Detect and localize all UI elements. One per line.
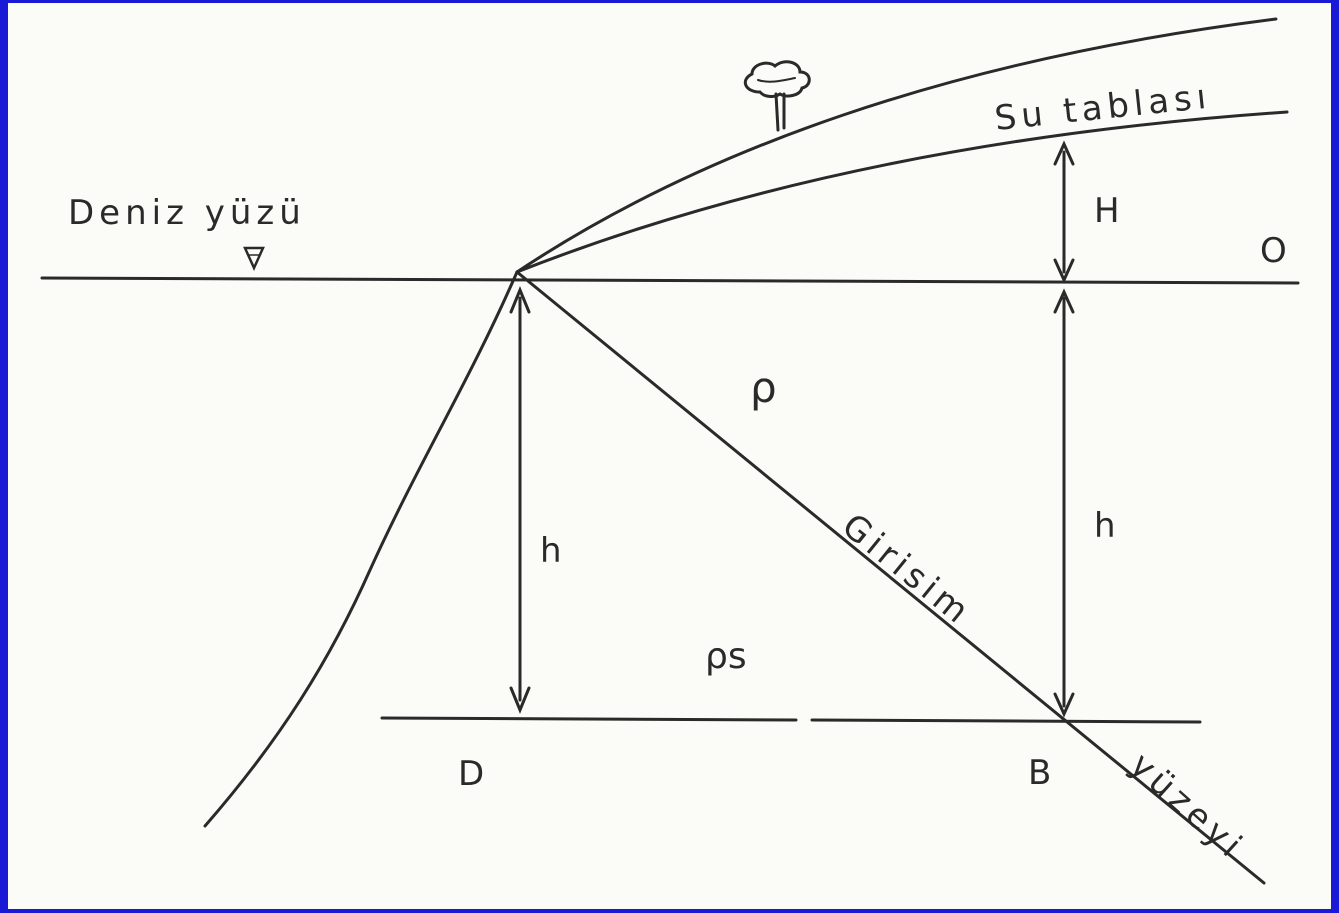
point-o-label: O — [1260, 231, 1287, 271]
h-right-arrow-head-up — [1053, 288, 1075, 314]
base-line-left — [380, 716, 798, 722]
interface-line — [515, 270, 1266, 885]
h-left-label: h — [540, 531, 562, 571]
point-d-label: D — [458, 754, 484, 794]
coastline-slope — [203, 270, 519, 828]
rho-label: ρ — [750, 363, 777, 412]
h-right-arrow-head-down — [1053, 692, 1075, 718]
ground-surface-curve — [515, 17, 1278, 274]
interface-surface-label: yüzeyi — [1122, 745, 1253, 868]
water-table-curve — [515, 110, 1289, 274]
sea-surface-label: Deniz yüzü — [68, 193, 306, 233]
big-h-label: H — [1094, 191, 1120, 231]
tree-icon — [743, 60, 811, 132]
h-left-arrow-head-up — [509, 286, 531, 314]
triangle-down-icon — [243, 246, 265, 272]
h-right-label: h — [1094, 506, 1116, 546]
big-h-arrow-head-down — [1053, 258, 1075, 284]
sea-surface-line — [40, 276, 1300, 285]
base-line-right — [810, 718, 1202, 724]
point-b-label: B — [1028, 753, 1051, 793]
big-h-arrow-head-up — [1053, 140, 1075, 166]
rho-s-label: ρs — [705, 636, 747, 677]
h-left-arrow-head-down — [509, 686, 531, 714]
interface-label: Girisim — [834, 506, 979, 634]
